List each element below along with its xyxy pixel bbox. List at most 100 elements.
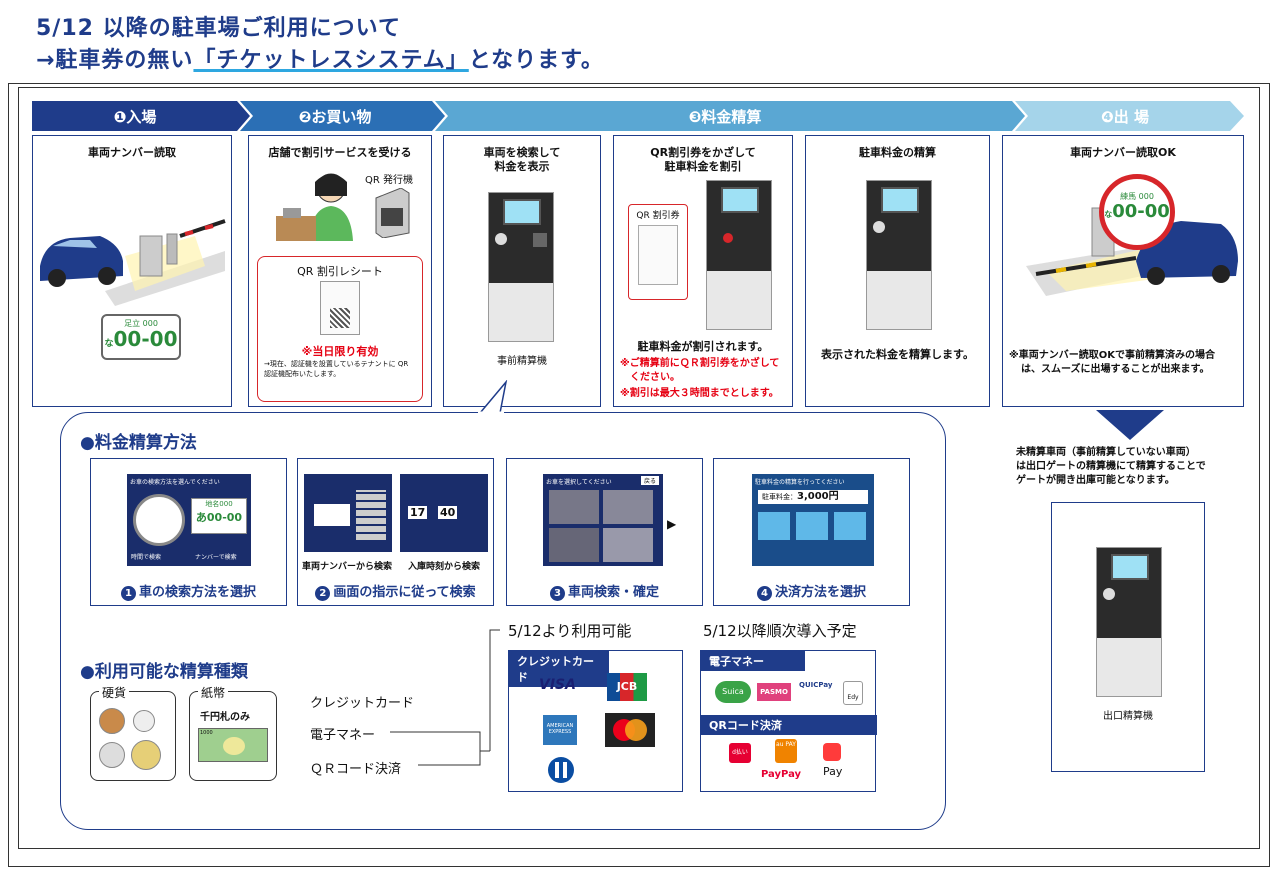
available-later-label: 5/12以降順次導入予定: [703, 622, 857, 640]
panel-discount: QR割引券をかざして 駐車料金を割引 QR 割引券 駐車料金が割引されます。 ※…: [613, 135, 793, 407]
merpay-logo: Pay: [823, 765, 843, 778]
subtitle-prefix: →駐車券の無い: [36, 48, 194, 73]
card3-label: 車両検索・確定: [567, 585, 659, 600]
step-number-3: 3: [549, 586, 565, 601]
step-arrow-bar: [32, 101, 1244, 131]
pasmo-logo: PASMO: [757, 683, 791, 701]
qr-issuer-machine: [375, 188, 410, 238]
card4-label: 決済方法を選択: [774, 585, 866, 600]
coins-label: 硬貨: [99, 684, 130, 701]
plate-region: 足立 000: [124, 319, 158, 328]
merpay-icon: [823, 743, 841, 761]
exit-plate-kana: な: [1104, 210, 1113, 219]
settlement-machine: [866, 180, 932, 330]
card4-option-emoney[interactable]: [796, 512, 828, 540]
step2-label: ❷お買い物: [298, 107, 372, 126]
step1-arrow: [32, 101, 250, 131]
paypay-logo: PayPay: [761, 769, 802, 780]
panel-entry-title: 車両ナンバー読取: [88, 146, 176, 159]
card2-label: 画面の指示に従って検索: [333, 585, 476, 600]
aupay-logo: au PAY: [775, 739, 797, 763]
page-subtitle: →駐車券の無い「チケットレスシステム」となります。: [36, 42, 604, 74]
pre-payment-machine: [488, 192, 554, 342]
panel-shopping-title: 店舗で割引サービスを受ける: [268, 146, 412, 159]
payment-item-emoney: 電子マネー: [310, 728, 376, 743]
coin-500-icon: [131, 740, 161, 770]
panel-discount-title-2: 駐車料金を割引: [664, 160, 742, 173]
entry-plate-zoom: 足立 000 な00-00: [101, 314, 181, 360]
qr-issuer-label: QR 発行機: [365, 175, 413, 186]
payment-heading: ●利用可能な精算種類: [80, 662, 248, 682]
step3-label: ❸料金精算: [688, 107, 762, 126]
panel-search-title-2: 料金を表示: [494, 160, 550, 173]
valid-today-note: ※当日限り有効: [301, 345, 379, 358]
card3-screen-title: お車を選択してください: [546, 479, 612, 486]
plate-number: 00-00: [113, 327, 178, 351]
coin-10-icon: [99, 708, 125, 734]
discount-machine: [706, 180, 772, 330]
available-now-label: 5/12より利用可能: [508, 622, 632, 640]
exit-machine-panel: 出口精算機: [1051, 502, 1205, 772]
entry-gate-illustration: [40, 219, 226, 306]
discount-warning-3: ※割引は最大３時間までとします。: [620, 388, 779, 399]
clock-icon: [133, 494, 185, 546]
panel-shopping: 店舗で割引サービスを受ける QR 発行機 QR 割引レシート ※当日限り有効 →…: [248, 135, 432, 407]
qr-coupon-box: QR 割引券: [628, 204, 688, 300]
bill-1000-icon: 1000: [198, 728, 268, 762]
exit-unpaid-note-2: は出口ゲートの精算機にて精算することで: [1016, 461, 1206, 472]
step-number-2: 2: [315, 586, 331, 601]
edy-logo: Edy: [843, 681, 863, 705]
card1-plate-number: あ00-00: [195, 511, 243, 524]
step2-arrow: [240, 101, 445, 131]
panel-search: 車両を検索して 料金を表示 事前精算機: [443, 135, 601, 407]
card4-screen-title: 駐車料金の精算を行ってください: [755, 479, 845, 486]
step-number-4: 4: [756, 586, 772, 601]
payment-connector-lines: [390, 629, 500, 766]
exit-unpaid-note-3: ゲートが開き出庫可能となります。: [1016, 475, 1175, 486]
emoney-qr-box: 電子マネー Suica PASMO QUICPay Edy QRコード決済 d払…: [700, 650, 877, 792]
card2-screen-number: [304, 474, 392, 552]
card2-time-hour: 17: [408, 506, 428, 519]
qr-receipt-box: QR 割引レシート ※当日限り有効 →現在、認証機を設置しているテナントに QR…: [257, 256, 423, 402]
card1-btn-time[interactable]: 時間で検索: [131, 554, 162, 561]
panel-exit-title: 車両ナンバー読取OK: [1070, 146, 1176, 159]
panel-search-title-1: 車両を検索して: [483, 146, 561, 159]
plate-kana: な: [104, 339, 114, 349]
down-arrow-icon: [1096, 410, 1164, 440]
step-number-1: 1: [120, 586, 136, 601]
card3-next-arrow-icon[interactable]: ▶: [667, 517, 677, 531]
bills-label: 紙幣: [198, 684, 229, 701]
credit-tab: クレジットカード: [509, 651, 609, 687]
exit-unpaid-note-1: 未精算車両（事前精算していない車両）: [1016, 447, 1196, 458]
step1-label: ❶入場: [113, 107, 157, 126]
qr-receipt-image: [320, 281, 360, 335]
panel-entry: 車両ナンバー読取 足立 000 な00-00: [32, 135, 232, 407]
suica-logo: Suica: [715, 681, 751, 703]
diners-logo: [548, 757, 574, 783]
qr-coupon-title: QR 割引券: [636, 211, 680, 221]
exit-machine-label: 出口精算機: [1103, 711, 1153, 722]
card4-option-qr[interactable]: [834, 512, 866, 540]
card1-screen: お車の検索方法を選んでください 地名000 あ00-00 時間で検索 ナンバーで…: [127, 474, 251, 566]
card1-plate-region: 地名000: [205, 500, 233, 508]
coins-box: 硬貨: [90, 684, 176, 781]
tenant-note: →現在、認証機を設置しているテナントに QR 認証機配布いたします。: [264, 360, 409, 378]
card2-sub-number: 車両ナンバーから検索: [302, 562, 393, 572]
credit-box: クレジットカード VISA JCB AMERICAN EXPRESS: [508, 650, 683, 792]
panel-exit: 車両ナンバー読取OK 練馬 000 な00-00 ※車両ナンバー読取OKで事前精…: [1002, 135, 1244, 407]
card1-btn-number[interactable]: ナンバーで検索: [195, 554, 237, 561]
step4-arrow: [1015, 101, 1244, 131]
card3-back-button[interactable]: 戻る: [640, 476, 659, 485]
exit-note-1: ※車両ナンバー読取OKで事前精算済みの場合: [1009, 350, 1215, 361]
mastercard-logo: [605, 713, 655, 747]
card3-screen: お車を選択してください 戻る: [543, 474, 663, 566]
qr-tab: QRコード決済: [701, 715, 877, 735]
card4-option-credit[interactable]: [758, 512, 790, 540]
discount-warning-2: ください。: [630, 372, 680, 383]
exit-note-2: は、スムーズに出場することが出来ます。: [1021, 364, 1210, 375]
inner-frame: [18, 87, 1260, 849]
qr-receipt-title: QR 割引レシート: [297, 265, 383, 278]
exit-plate-region: 練馬 000: [1120, 192, 1154, 201]
